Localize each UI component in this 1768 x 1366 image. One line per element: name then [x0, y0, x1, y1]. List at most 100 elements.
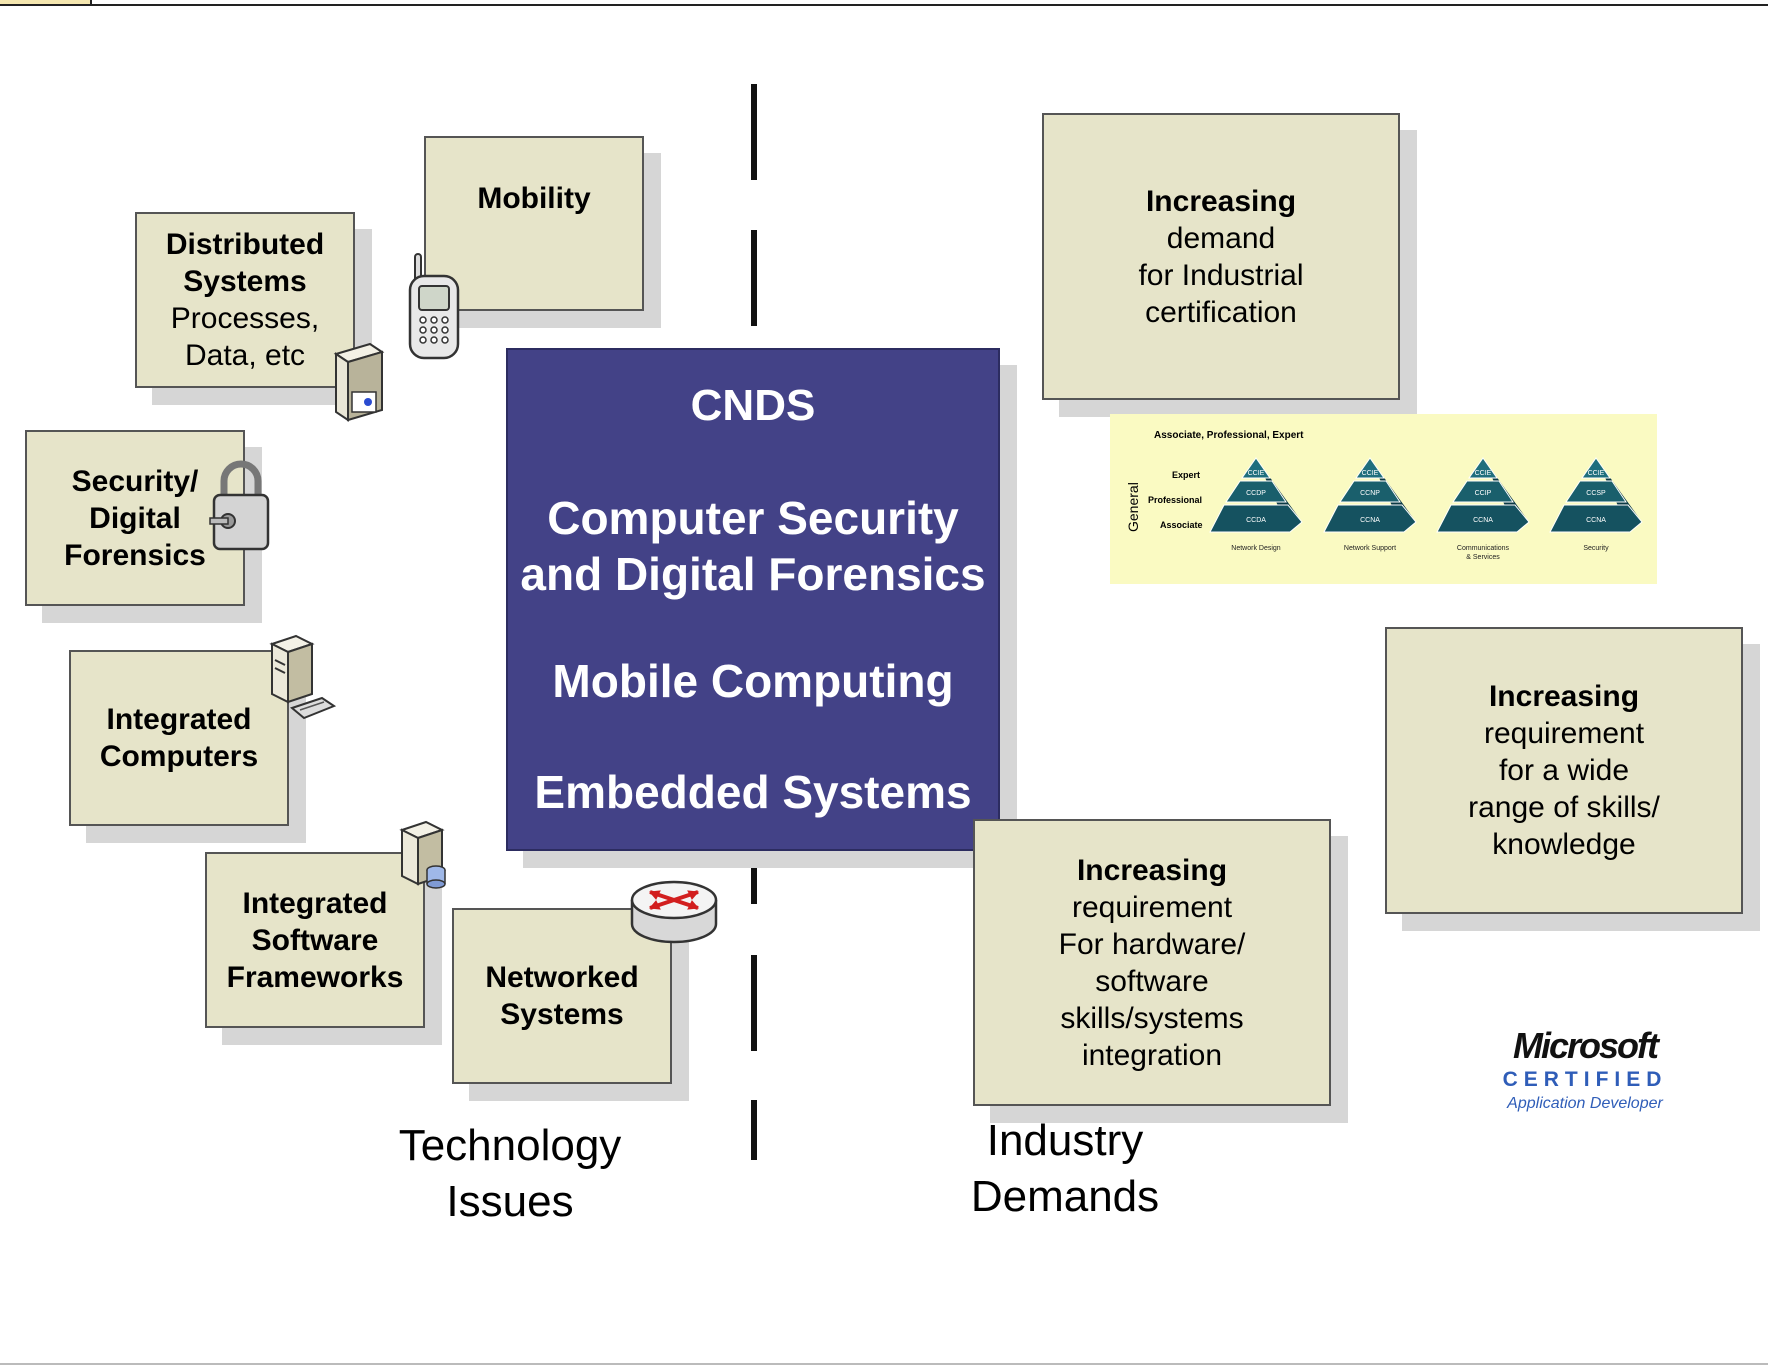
hardware-line-4: skills/systems [1060, 1001, 1244, 1035]
hardware-line-5: integration [1081, 1038, 1223, 1072]
pyramid-tier-top [1241, 457, 1271, 479]
caption-demands: Demands [970, 1172, 1160, 1221]
integrated-software-line-3: Frameworks [226, 960, 404, 994]
pyramid-mid-label: CCSP [1586, 490, 1606, 497]
center-line-security: Computer Security [547, 492, 959, 544]
technology-issues-caption: Technology Issues [370, 1118, 650, 1230]
pyramid-bottom-label: CCNA [1473, 517, 1493, 524]
pyramid-tier-mid [1452, 480, 1514, 503]
security-forensics-box: Security/ Digital Forensics [25, 430, 245, 606]
pyramid-bottom-label: CCDA [1246, 517, 1266, 524]
cisco-header: Associate, Professional, Expert [1154, 430, 1304, 441]
router-icon [630, 880, 718, 944]
skills-line-3: range of skills/ [1468, 791, 1660, 824]
certification-line-2: for Industrial [1138, 258, 1304, 292]
cell-phone-icon [408, 253, 460, 360]
cisco-level-expert: Expert [1172, 470, 1200, 480]
microsoft-brand: Microsoft [1513, 1025, 1659, 1066]
pyramid-top-label: CCIE [1588, 470, 1605, 477]
networked-systems-box: Networked Systems [452, 908, 672, 1084]
pyramid-tier-bottom [1323, 504, 1417, 533]
distributed-title-2: Systems [183, 265, 307, 298]
caption-industry: Industry [986, 1116, 1144, 1165]
skills-knowledge-box: Increasing requirement for a wide range … [1385, 627, 1743, 914]
hardware-bold: Increasing [1076, 853, 1228, 887]
cisco-pyramid: CCIE CCNP CCNA Network Support [1323, 457, 1417, 552]
cisco-certification-chart: Associate, Professional, Expert General … [1110, 414, 1657, 584]
integrated-software-box: Integrated Software Frameworks [205, 852, 425, 1028]
integrated-computers-box: Integrated Computers [69, 650, 289, 826]
pyramid-tier-bottom [1549, 504, 1643, 533]
skills-line-1: requirement [1483, 717, 1645, 750]
skills-line-4: knowledge [1492, 828, 1636, 861]
pyramid-top-label: CCIE [1475, 470, 1492, 477]
server-icon [333, 342, 385, 422]
pyramid-tier-mid [1339, 480, 1401, 503]
desktop-computer-icon [269, 634, 336, 720]
hardware-line-2: For hardware/ [1058, 927, 1246, 961]
pyramid-tier-bottom [1209, 504, 1303, 533]
distributed-systems-box: Distributed Systems Processes, Data, etc [135, 212, 355, 388]
security-line-1: Security/ [71, 464, 199, 498]
top-tab [0, 0, 92, 6]
skills-bold: Increasing [1488, 680, 1640, 713]
pyramid-bottom-label: CCNA [1586, 517, 1606, 524]
pyramid-caption: Network Design [1231, 545, 1281, 552]
hardware-software-box: Increasing requirement For hardware/ sof… [973, 819, 1331, 1106]
integrated-software-line-2: Software [251, 923, 379, 957]
caption-technology: Technology [398, 1121, 622, 1170]
cisco-side-label: General [1125, 482, 1141, 532]
cisco-pyramid: CCIE CCDP CCDA Network Design [1209, 457, 1303, 552]
padlock-icon [209, 460, 270, 551]
pyramid-tier-mid [1225, 480, 1287, 503]
bottom-border [0, 1363, 1768, 1365]
industrial-certification-box: Increasing demand for Industrial certifi… [1042, 113, 1400, 400]
cisco-level-professional: Professional [1148, 495, 1202, 505]
mobility-label: Mobility [477, 182, 591, 215]
microsoft-application-developer: Application Developer [1507, 1095, 1663, 1112]
hardware-line-3: software [1095, 964, 1209, 998]
center-title: CNDS [690, 381, 816, 430]
pyramid-caption-2: & Services [1466, 554, 1500, 561]
cisco-level-associate: Associate [1160, 520, 1203, 530]
mobility-box: Mobility [424, 136, 644, 311]
microsoft-certified-logo: Microsoft CERTIFIED Application Develope… [1490, 1026, 1680, 1126]
pyramid-mid-label: CCDP [1246, 490, 1266, 497]
caption-issues: Issues [446, 1177, 574, 1226]
pyramid-caption: Communications [1457, 545, 1510, 552]
cisco-pyramid: CCIE CCIP CCNA Communications & Services [1436, 457, 1530, 561]
security-line-3: Forensics [64, 538, 206, 572]
cisco-pyramid: CCIE CCSP CCNA Security [1549, 457, 1643, 552]
certification-bold: Increasing [1145, 184, 1297, 218]
pyramid-tier-top [1355, 457, 1385, 479]
pyramid-tier-top [1468, 457, 1498, 479]
center-line-mobile: Mobile Computing [552, 655, 954, 707]
top-border [0, 4, 1768, 6]
pyramid-mid-label: CCIP [1475, 490, 1492, 497]
industry-demands-caption: Industry Demands [950, 1113, 1180, 1225]
center-line-forensics: and Digital Forensics [520, 548, 986, 600]
skills-line-2: for a wide [1498, 754, 1630, 787]
pyramid-caption: Network Support [1344, 545, 1396, 552]
pyramid-top-label: CCIE [1362, 470, 1379, 477]
distributed-text-1: Processes, [170, 302, 320, 335]
pyramid-tier-top [1581, 457, 1611, 479]
networked-line-2: Systems [500, 998, 624, 1031]
integrated-software-line-1: Integrated [242, 886, 388, 920]
pyramid-tier-mid [1565, 480, 1627, 503]
pyramid-mid-label: CCNP [1360, 490, 1380, 497]
database-server-icon [399, 820, 446, 889]
integrated-computers-line-1: Integrated [106, 703, 252, 736]
distributed-text-2: Data, etc [184, 339, 306, 372]
pyramid-caption: Security [1583, 545, 1609, 552]
pyramid-top-label: CCIE [1248, 470, 1265, 477]
pyramid-bottom-label: CCNA [1360, 517, 1380, 524]
pyramid-tier-bottom [1436, 504, 1530, 533]
cnds-center-box: CNDS Computer Security and Digital Foren… [506, 348, 1000, 851]
integrated-computers-line-2: Computers [99, 740, 259, 773]
center-line-embedded: Embedded Systems [534, 766, 972, 818]
security-line-2: Digital [89, 501, 181, 535]
certification-line-3: certification [1145, 295, 1297, 329]
distributed-title-1: Distributed [165, 228, 325, 261]
certification-line-1: demand [1166, 221, 1276, 255]
